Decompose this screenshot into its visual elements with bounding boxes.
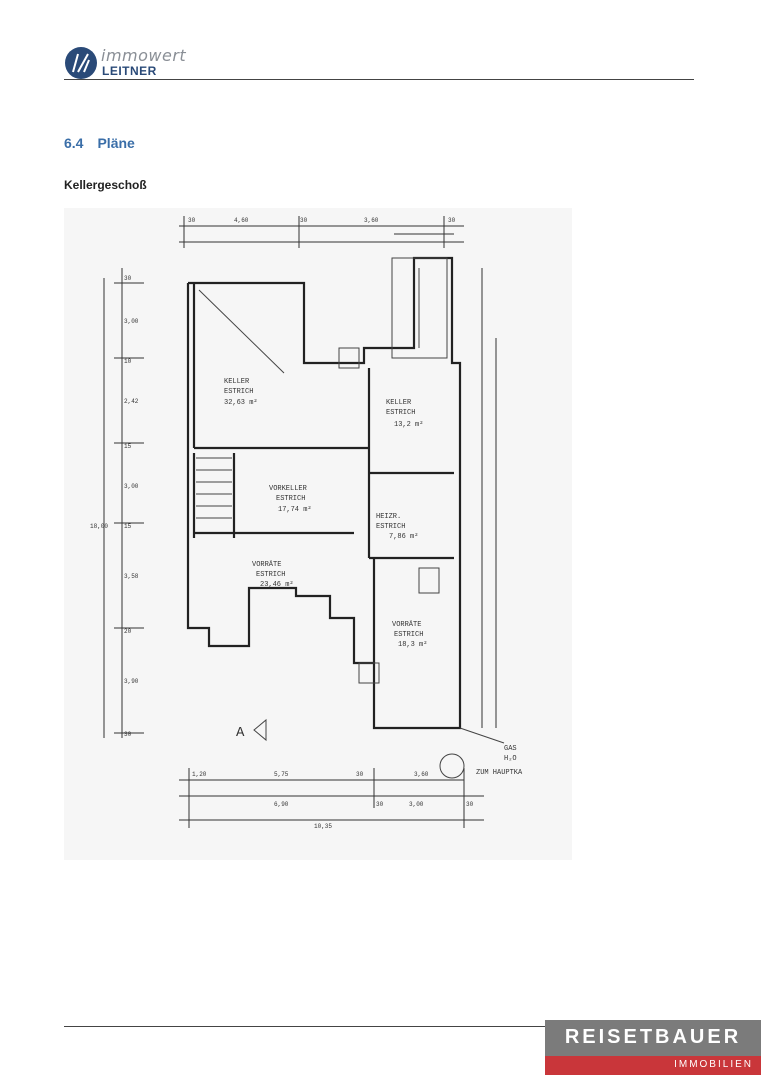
room-floor-keller-1: ESTRICH: [224, 388, 253, 396]
brand-sub-bar: IMMOBILIEN: [545, 1056, 761, 1075]
logo-mark-icon: [65, 47, 97, 79]
brand-main-text: REISETBAUER: [564, 1026, 742, 1048]
dim-bottom-6: 3,00: [409, 801, 424, 808]
brand-sub-text: IMMOBILIEN: [674, 1059, 753, 1070]
dim-left-total: 18,00: [90, 523, 108, 530]
dim-left-1: 3,00: [124, 318, 139, 325]
dim-left-3: 2,42: [124, 398, 139, 405]
annotation-main-sewer: ZUM HAUPTKA: [476, 769, 523, 777]
dim-bottom-4: 6,90: [274, 801, 289, 808]
plan-title: Kellergeschoß: [64, 178, 147, 192]
header-divider: [64, 79, 694, 80]
dim-left-7: 3,58: [124, 573, 139, 580]
dim-left-2: 10: [124, 358, 132, 365]
annotation-water: H₂O: [504, 755, 517, 763]
room-label-vorkeller: VORKELLER: [269, 485, 308, 493]
section-number: 6.4: [64, 135, 84, 151]
section-marker-a: A: [236, 725, 245, 741]
dim-bottom-0: 1,20: [192, 771, 207, 778]
logo-text-top: immowert: [101, 46, 187, 65]
dim-left-0: 30: [124, 275, 132, 282]
dim-bottom-total: 10,35: [314, 823, 332, 830]
room-floor-keller-2: ESTRICH: [386, 409, 415, 417]
room-area-vorraete-2: 18,3 m²: [398, 641, 427, 649]
dim-left-5: 3,00: [124, 483, 139, 490]
room-area-heizraum: 7,86 m²: [389, 533, 418, 541]
footer-divider: [64, 1026, 694, 1027]
room-area-vorkeller: 17,74 m²: [278, 506, 312, 514]
room-label-keller-2: KELLER: [386, 399, 412, 407]
room-area-vorraete-1: 23,46 m²: [260, 581, 294, 589]
room-floor-vorraete-1: ESTRICH: [256, 571, 285, 579]
dim-left-8: 20: [124, 628, 132, 635]
dim-top-4: 30: [448, 217, 456, 224]
room-label-vorraete-1: VORRÄTE: [252, 560, 281, 569]
annotation-gas: GAS: [504, 745, 517, 753]
dim-bottom-2: 30: [356, 771, 364, 778]
dim-left-4: 15: [124, 443, 132, 450]
floor-plan-image: KELLER ESTRICH 32,63 m² KELLER ESTRICH 1…: [64, 208, 572, 860]
dim-bottom-3: 3,60: [414, 771, 429, 778]
room-label-keller-1: KELLER: [224, 378, 250, 386]
dim-top-1: 4,60: [234, 217, 249, 224]
room-label-vorraete-2: VORRÄTE: [392, 620, 421, 629]
room-area-keller-1: 32,63 m²: [224, 399, 258, 407]
company-logo: immowert LEITNER: [64, 44, 204, 80]
room-floor-heizraum: ESTRICH: [376, 523, 405, 531]
reisetbauer-logo: REISETBAUER IMMOBILIEN: [545, 1020, 761, 1075]
room-floor-vorkeller: ESTRICH: [276, 495, 305, 503]
floor-plan-drawing: KELLER ESTRICH 32,63 m² KELLER ESTRICH 1…: [90, 216, 523, 830]
dim-top-0: 30: [188, 217, 196, 224]
room-floor-vorraete-2: ESTRICH: [394, 631, 423, 639]
section-heading: 6.4 Pläne: [64, 135, 149, 151]
room-area-keller-2: 13,2 m²: [394, 421, 423, 429]
section-title: Pläne: [97, 135, 135, 151]
dim-left-10: 30: [124, 731, 132, 738]
dim-top-3: 3,60: [364, 217, 379, 224]
logo-text-bottom: LEITNER: [102, 64, 157, 78]
dim-bottom-1: 5,75: [274, 771, 289, 778]
dim-bottom-7: 30: [466, 801, 474, 808]
dim-top-2: 30: [300, 217, 308, 224]
dim-left-6: 15: [124, 523, 132, 530]
dim-left-9: 3,90: [124, 678, 139, 685]
dim-bottom-5: 30: [376, 801, 384, 808]
room-label-heizraum: HEIZR.: [376, 513, 401, 521]
